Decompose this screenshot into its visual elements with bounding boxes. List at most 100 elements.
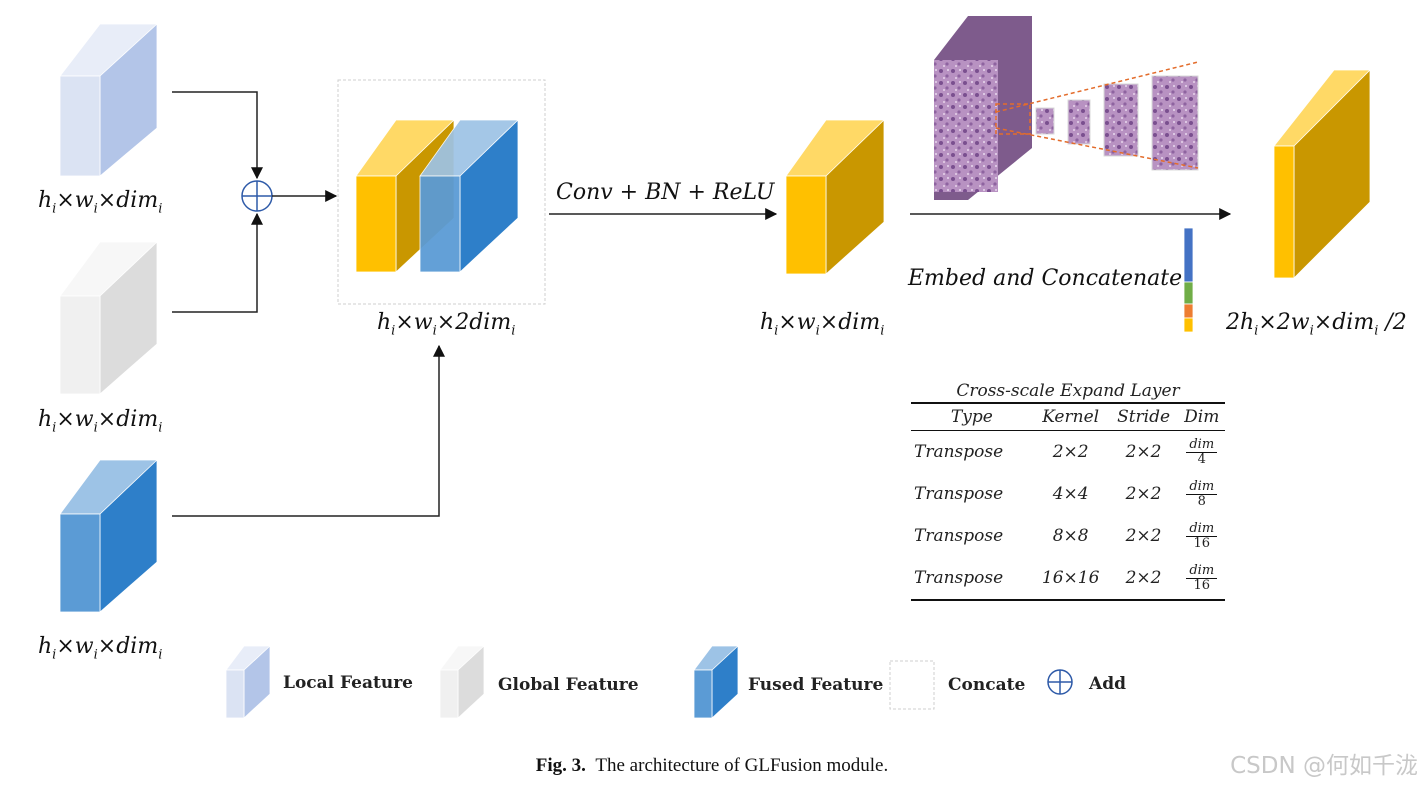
- label-part-s3: i: [511, 323, 516, 339]
- label-concat: hi×wi×2dimi: [377, 310, 515, 338]
- cell-stride: 2×2: [1125, 442, 1162, 462]
- figure-caption: Fig. 3. The architecture of GLFusion mod…: [0, 755, 1424, 777]
- cell-kernel: 16×16: [1041, 568, 1100, 588]
- label-part-s3: i: [1374, 323, 1379, 339]
- legend-fused-front: [693, 669, 713, 719]
- tissue-patch-1: [1035, 107, 1055, 135]
- label-part-s2: i: [93, 420, 98, 436]
- concat-yellow-front: [355, 175, 397, 273]
- label-part-m1: ×w: [56, 407, 94, 432]
- label-part-m1: ×w: [778, 310, 816, 335]
- label-input-fused: hi×wi×dimi: [38, 634, 162, 662]
- label-input-global: hi×wi×dimi: [38, 407, 162, 435]
- label-conv-out: hi×wi×dimi: [760, 310, 884, 338]
- arrow-local-to-add: [172, 91, 263, 180]
- caption-prefix: Fig. 3.: [535, 755, 586, 776]
- label-input-local: hi×wi×dimi: [38, 188, 162, 216]
- header-stride: Stride: [1108, 403, 1179, 431]
- arrow-fused-to-concat: [172, 344, 445, 517]
- cell-type: Transpose: [914, 568, 1004, 588]
- dim-numerator: dim: [1186, 437, 1218, 453]
- header-type: Type: [911, 403, 1033, 431]
- legend-global-label: Global Feature: [498, 675, 639, 695]
- legend-fused-icon: [693, 645, 739, 719]
- cell-kernel: 2×2: [1052, 442, 1089, 462]
- fused-feature-cube: [59, 459, 158, 613]
- label-part-pre: 2h: [1226, 310, 1255, 335]
- concat-blue-front: [419, 175, 461, 273]
- add-icon: [241, 180, 273, 212]
- embedding-strip: [1183, 227, 1194, 333]
- label-part-pre: h: [38, 634, 53, 659]
- conv-output-cube: [785, 119, 885, 275]
- caption-text: The architecture of GLFusion module.: [595, 755, 889, 776]
- legend-add-icon: [1047, 669, 1073, 695]
- label-part-s1: i: [52, 201, 57, 217]
- legend-local-label: Local Feature: [283, 673, 413, 693]
- label-part-m2: ×dim: [97, 188, 159, 213]
- dim-denominator: 16: [1193, 535, 1211, 551]
- dim-denominator: 8: [1197, 493, 1206, 509]
- label-part-m1: ×w: [56, 188, 94, 213]
- conv-bn-relu-label: Conv + BN + ReLU: [556, 180, 775, 205]
- label-part-s2: i: [432, 323, 437, 339]
- strip-blue: [1183, 227, 1194, 283]
- cell-kernel: 8×8: [1052, 526, 1089, 546]
- dim-denominator: 4: [1197, 451, 1206, 467]
- label-part-s3: i: [158, 420, 163, 436]
- strip-green: [1183, 281, 1194, 305]
- label-part-pre: h: [38, 407, 53, 432]
- cell-stride: 2×2: [1125, 568, 1162, 588]
- concat-blue-cube: [419, 119, 519, 273]
- label-part-m2: ×2dim: [436, 310, 512, 335]
- table-title: Cross-scale Expand Layer: [956, 381, 1180, 401]
- tissue-patch-3: [1103, 83, 1139, 157]
- label-part-s2: i: [815, 323, 820, 339]
- output-cube-front: [1273, 145, 1295, 279]
- label-part-s3: i: [158, 201, 163, 217]
- dim-denominator: 16: [1193, 577, 1211, 593]
- label-part-s3: i: [880, 323, 885, 339]
- header-kernel: Kernel: [1032, 403, 1109, 431]
- histology-patches: [934, 16, 1199, 200]
- label-part-s2: i: [93, 647, 98, 663]
- cell-stride: 2×2: [1125, 526, 1162, 546]
- output-cube: [1273, 69, 1371, 279]
- label-part-m2: ×dim: [819, 310, 881, 335]
- label-output: 2hi×2wi×dimi /2: [1226, 310, 1407, 338]
- dim-numerator: dim: [1186, 479, 1218, 495]
- fused-cube-front: [59, 513, 101, 613]
- cross-scale-expand-table: Cross-scale Expand Layer Type Kernel Str…: [911, 380, 1225, 601]
- label-part-pre: h: [760, 310, 775, 335]
- label-part-s2: i: [1309, 323, 1314, 339]
- label-part-pre: h: [377, 310, 392, 335]
- legend-concate-icon: [889, 660, 935, 710]
- strip-yellow: [1183, 317, 1194, 333]
- label-part-s1: i: [1254, 323, 1259, 339]
- label-part-m1: ×w: [395, 310, 433, 335]
- legend-fused-label: Fused Feature: [748, 675, 884, 695]
- dim-numerator: dim: [1186, 521, 1218, 537]
- legend-add-label: Add: [1089, 674, 1126, 694]
- concat-box: [337, 79, 546, 305]
- table-header-row: Type Kernel Stride Dim: [911, 403, 1225, 431]
- cell-type: Transpose: [914, 442, 1004, 462]
- label-part-s1: i: [52, 647, 57, 663]
- cell-stride: 2×2: [1125, 484, 1162, 504]
- tissue-main-face: [934, 60, 998, 192]
- global-cube-front: [59, 295, 101, 395]
- legend-global-icon: [439, 645, 485, 719]
- legend-global-front: [439, 669, 459, 719]
- conv-cube-front: [785, 175, 827, 275]
- global-feature-cube: [59, 241, 158, 395]
